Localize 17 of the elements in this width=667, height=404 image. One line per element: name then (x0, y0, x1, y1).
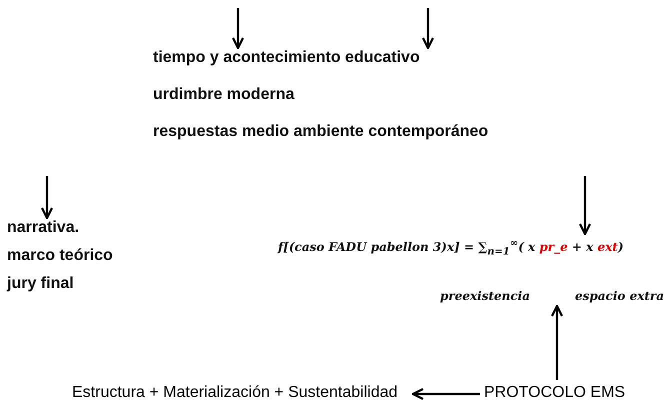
label-text: PROTOCOLO EMS (484, 383, 626, 403)
formula: f[(caso FADU pabellon 3)x] = ∑$_{n=1}$$^{∞}$( x pr_e + x ext) (278, 237, 624, 260)
arrow (422, 8, 434, 50)
arrow (40, 176, 54, 220)
list-item: narrativa. (7, 218, 80, 238)
arrow (578, 176, 592, 236)
annotation-text: preexistencia (440, 288, 530, 305)
annotation-text: espacio extra (575, 288, 664, 305)
list-item: jury final (7, 274, 74, 294)
arrow (412, 388, 480, 400)
arrow (232, 8, 244, 50)
topic-text: tiempo y acontecimiento educativo (153, 48, 420, 68)
label-text: Estructura + Materialización + Sustentabilidad (72, 383, 398, 403)
topic-text: urdimbre moderna (153, 85, 294, 105)
arrow (550, 304, 564, 380)
list-item: marco teórico (7, 246, 113, 266)
topic-text: respuestas medio ambiente contemporáneo (153, 122, 488, 142)
